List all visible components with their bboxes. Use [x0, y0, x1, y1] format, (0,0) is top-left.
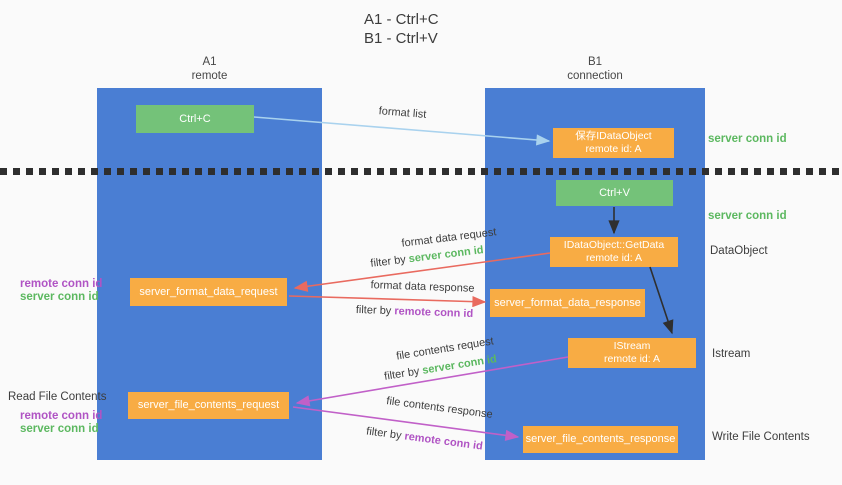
edge-label-file-contents-response-filter: filter by remote conn id [352, 424, 497, 455]
node-format-request-label: server_format_data_request [139, 285, 278, 298]
node-ctrl-c-label: Ctrl+C [179, 112, 211, 125]
filter-prefix: filter by [355, 303, 392, 318]
node-server-file-contents-response: server_file_contents_response [523, 426, 678, 453]
session-divider-line [0, 168, 842, 175]
filter-prefix: filter by [365, 425, 403, 442]
node-ctrl-v-label: Ctrl+V [599, 186, 630, 199]
filter-key-remote-conn-id: remote conn id [403, 430, 484, 453]
node-save-idataobject: 保存IDataObject remote id: A [553, 128, 674, 158]
node-format-response-label: server_format_data_response [494, 296, 641, 309]
node-save-idataobject-line1: 保存IDataObject [575, 130, 652, 142]
annotation-read-file-contents: Read File Contents [8, 391, 107, 403]
annotation-server-conn-id-mid: server conn id [708, 210, 787, 222]
column-b1-id: B1 [587, 56, 603, 68]
annotation-format-server-conn-id: server conn id [20, 291, 99, 303]
node-getdata-line1: IDataObject::GetData [563, 239, 665, 251]
column-header-b1: B1 connection [485, 55, 705, 83]
column-a1-sub: remote [191, 70, 228, 82]
node-server-format-data-request: server_format_data_request [130, 278, 287, 306]
node-save-idataobject-line2: remote id: A [585, 143, 642, 155]
annotation-dataobject: DataObject [710, 245, 768, 257]
edge-label-format-data-response-filter: filter by remote conn id [342, 303, 487, 320]
node-istream-line2: remote id: A [603, 353, 661, 365]
node-file-response-label: server_file_contents_response [525, 433, 676, 445]
node-ctrl-c: Ctrl+C [136, 105, 254, 133]
node-getdata-line2: remote id: A [585, 252, 643, 264]
annotation-write-file-contents: Write File Contents [712, 431, 810, 443]
annotation-file-remote-conn-id: remote conn id [20, 410, 103, 422]
edge-label-format-list: format list [378, 105, 427, 121]
title-line-1: A1 - Ctrl+C [364, 11, 439, 28]
node-idataobject-getdata: IDataObject::GetData remote id: A [550, 237, 678, 267]
annotation-istream: Istream [712, 348, 751, 360]
filter-prefix: filter by [369, 253, 407, 270]
column-a1-id: A1 [202, 56, 217, 68]
filter-prefix: filter by [383, 365, 421, 383]
filter-key-remote-conn-id: remote conn id [394, 305, 474, 321]
annotation-format-remote-conn-id: remote conn id [20, 278, 103, 290]
diagram-title: A1 - Ctrl+C B1 - Ctrl+V [364, 10, 439, 48]
node-server-format-data-response: server_format_data_response [490, 289, 645, 317]
column-header-a1: A1 remote [97, 55, 322, 83]
node-ctrl-v: Ctrl+V [556, 180, 673, 206]
column-b1-sub: connection [567, 70, 623, 82]
edge-label-format-data-response: format data response [370, 279, 475, 295]
node-istream: IStream remote id: A [568, 338, 696, 368]
title-line-2: B1 - Ctrl+V [364, 30, 438, 47]
node-server-file-contents-request: server_file_contents_request [128, 392, 289, 419]
annotation-server-conn-id-top: server conn id [708, 133, 787, 145]
node-file-request-label: server_file_contents_request [137, 399, 280, 411]
node-istream-line1: IStream [613, 340, 651, 352]
annotation-file-server-conn-id: server conn id [20, 423, 99, 435]
